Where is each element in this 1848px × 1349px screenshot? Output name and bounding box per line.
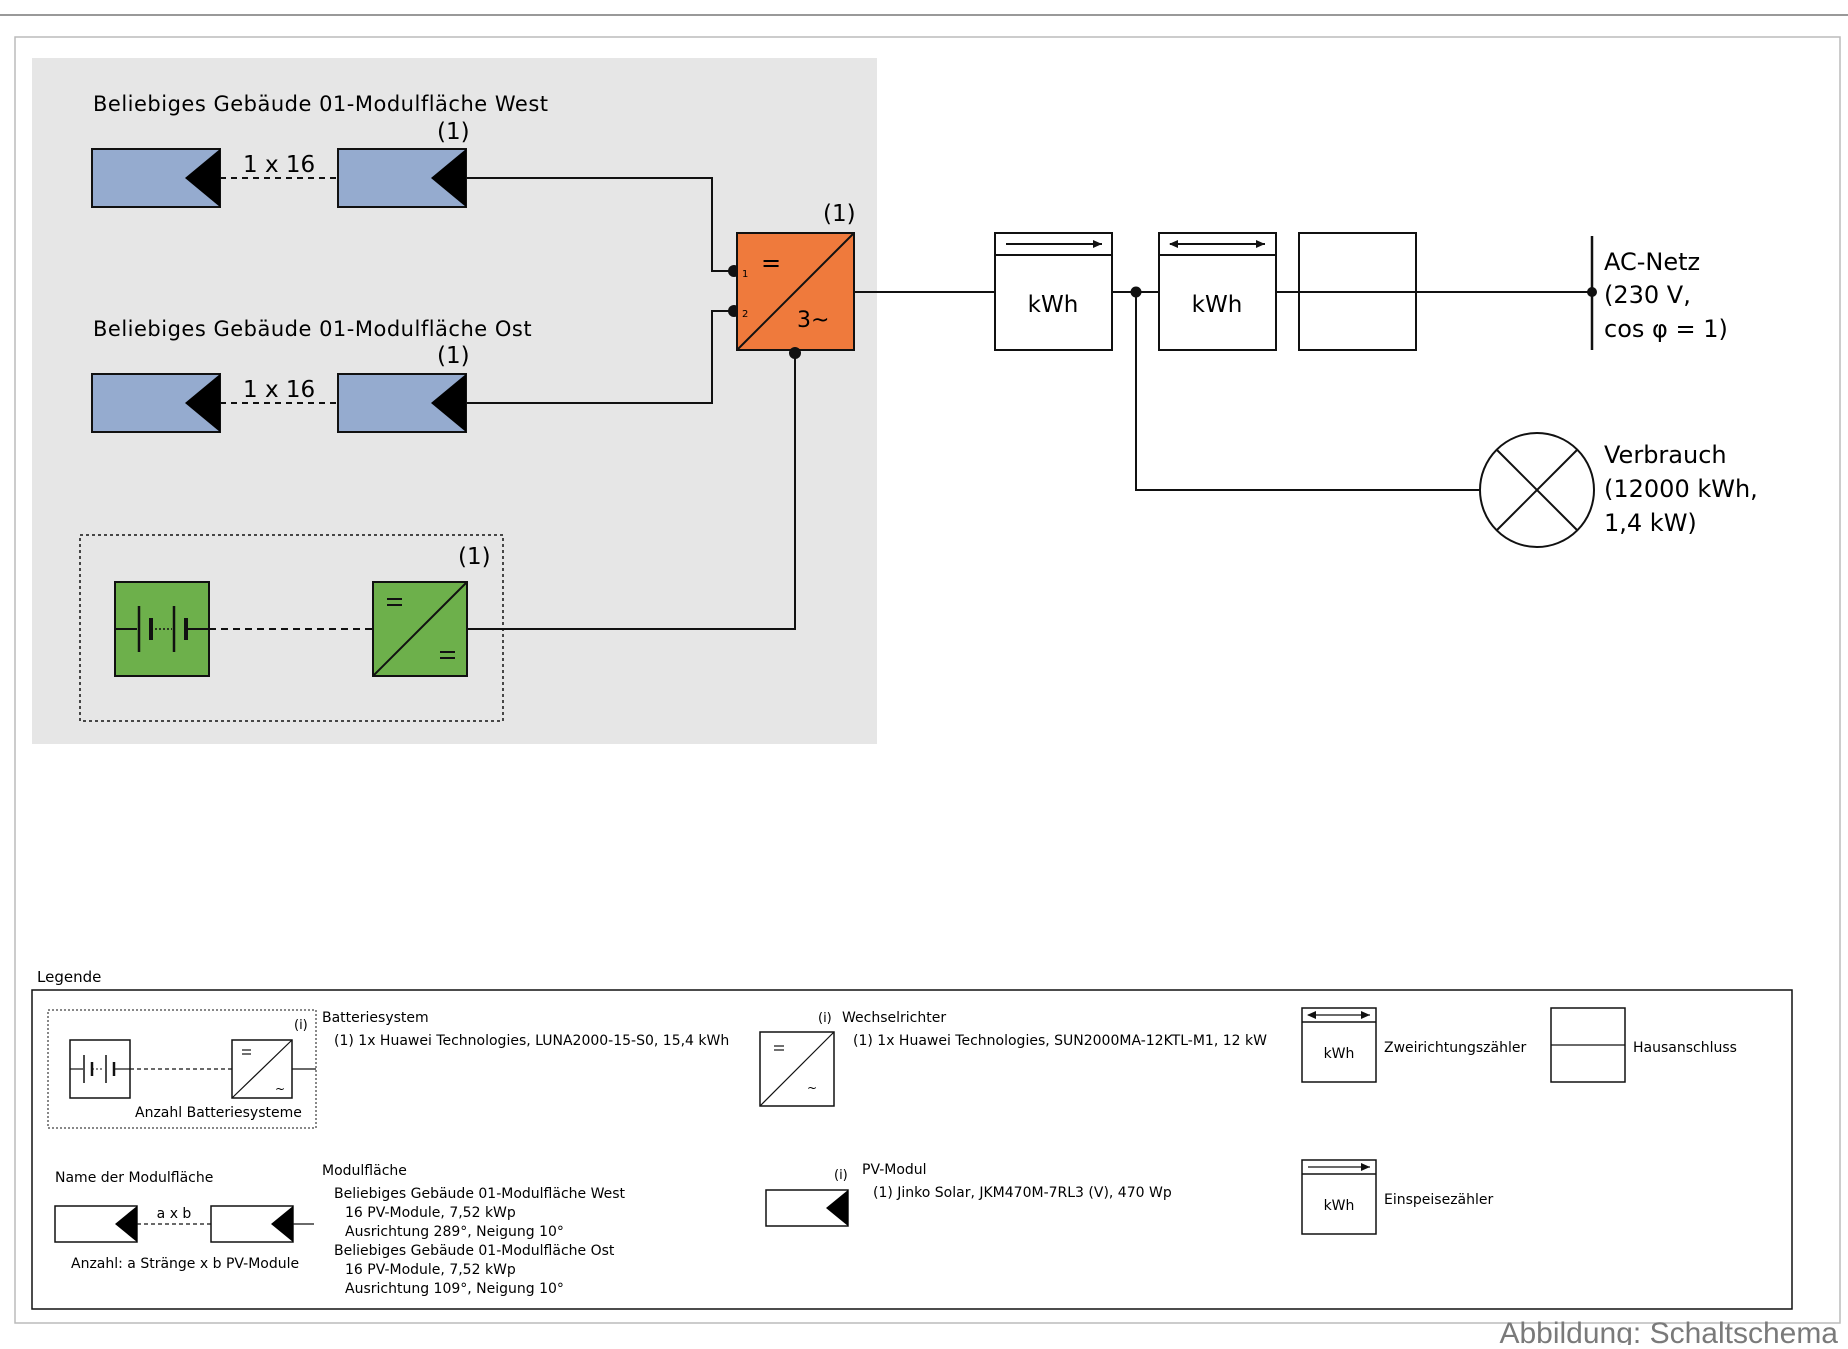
- battery-symbol: [114, 581, 210, 677]
- house-connection: [1298, 232, 1417, 351]
- legend-array-line: 16 PV-Module, 7,52 kWp: [345, 1262, 516, 1278]
- legend-battery-detail: (1) 1x Huawei Technologies, LUNA2000-15-…: [334, 1033, 729, 1049]
- legend-feed-in-meter-label: Einspeisezähler: [1384, 1192, 1494, 1208]
- legend-bidirectional-meter-label: Zweirichtungszähler: [1384, 1040, 1526, 1056]
- legend-battery-converter-symbol: ~: [231, 1039, 293, 1099]
- legend-battery-heading: Batteriesystem: [322, 1010, 429, 1026]
- legend-title: Legende: [37, 968, 101, 986]
- legend-bidirectional-meter-symbol: [1301, 1007, 1377, 1083]
- consumption-label-line3: 1,4 kW): [1604, 509, 1697, 537]
- legend-battery-system-index: (i): [294, 1018, 308, 1033]
- wire-ost-to-inverter: [466, 310, 736, 404]
- wire-to-consumption: [1135, 292, 1480, 491]
- pv-module-west-first: [91, 148, 221, 208]
- legend-array-line: 16 PV-Module, 7,52 kWp: [345, 1205, 516, 1221]
- feed-in-meter-label: kWh: [1028, 292, 1079, 318]
- page-frame: [14, 36, 1841, 1324]
- svg-text:~: ~: [807, 1081, 817, 1095]
- battery-system-index: (1): [458, 544, 491, 570]
- inverter-battery-input-dot: [789, 347, 801, 359]
- legend-array-line: Ausrichtung 109°, Neigung 10°: [345, 1281, 564, 1297]
- legend-pv-module-index: (i): [834, 1168, 848, 1183]
- consumption-lamp-symbol: [1479, 432, 1595, 548]
- pv-module-west-last: [337, 148, 467, 208]
- legend-array-line: Beliebiges Gebäude 01-Modulfläche West: [334, 1186, 626, 1202]
- inverter-ac-symbol: 3~: [797, 308, 829, 333]
- legend-feed-in-meter-symbol: [1301, 1159, 1377, 1235]
- array-west-count: 1 x 16: [243, 152, 315, 178]
- grid-label-line3: cos φ = 1): [1604, 315, 1728, 343]
- inverter-symbol: [736, 232, 855, 351]
- inverter-input-2-label: 2: [742, 309, 748, 320]
- battery-converter-symbol: [372, 581, 468, 677]
- consumption-label-line2: (12000 kWh,: [1604, 475, 1758, 503]
- wire-battery-to-inverter: [467, 352, 796, 630]
- inverter-dc-symbol: =: [761, 249, 781, 277]
- legend-frame: [31, 989, 1793, 1310]
- array-west-title: Beliebiges Gebäude 01-Modulfläche West: [93, 92, 549, 116]
- legend-house-connection-label: Hausanschluss: [1633, 1040, 1737, 1056]
- bidirectional-meter-label: kWh: [1192, 292, 1243, 318]
- grid-label-line1: AC-Netz: [1604, 248, 1700, 276]
- legend-inverter-index: (i): [818, 1011, 832, 1026]
- legend-battery-symbol: [69, 1039, 131, 1099]
- legend-bidirectional-meter-unit: kWh: [1324, 1046, 1355, 1062]
- inverter-index: (1): [823, 201, 856, 227]
- array-west-index: (1): [437, 119, 470, 145]
- legend-feed-in-meter-unit: kWh: [1324, 1198, 1355, 1214]
- array-ost-title: Beliebiges Gebäude 01-Modulfläche Ost: [93, 317, 532, 341]
- legend-pv-module-first: [54, 1205, 138, 1243]
- legend-array-count-symbol: a x b: [157, 1206, 192, 1222]
- legend-pv-module-symbol: [765, 1189, 849, 1227]
- legend-inverter-heading: Wechselrichter: [842, 1010, 946, 1026]
- legend-pv-module-detail: (1) Jinko Solar, JKM470M-7RL3 (V), 470 W…: [873, 1185, 1172, 1201]
- svg-text:~: ~: [275, 1082, 285, 1096]
- legend-inverter-symbol: ~: [759, 1031, 835, 1107]
- legend-array-count-label: Anzahl: a Stränge x b PV-Module: [71, 1256, 299, 1272]
- array-ost-count: 1 x 16: [243, 377, 315, 403]
- legend-inverter-detail: (1) 1x Huawei Technologies, SUN2000MA-12…: [853, 1033, 1267, 1049]
- grid-connection-dot: [1587, 287, 1597, 297]
- array-ost-index: (1): [437, 343, 470, 369]
- legend-battery-system-frame: [47, 1009, 317, 1129]
- legend-battery-count-label: Anzahl Batteriesysteme: [135, 1105, 302, 1121]
- pv-module-ost-first: [91, 373, 221, 433]
- legend-array-heading: Modulfläche: [322, 1163, 407, 1179]
- wire-west-to-inverter: [466, 177, 736, 272]
- legend-array-line: Ausrichtung 289°, Neigung 10°: [345, 1224, 564, 1240]
- legend-array-line: Beliebiges Gebäude 01-Modulfläche Ost: [334, 1243, 615, 1259]
- feed-in-meter: [994, 232, 1113, 351]
- legend-pv-module-heading: PV-Modul: [862, 1162, 927, 1178]
- figure-caption: Abbildung: Schaltschema: [1499, 1317, 1838, 1345]
- legend-house-connection-symbol: [1550, 1007, 1626, 1083]
- legend-pv-module-last: [210, 1205, 294, 1243]
- grid-label-line2: (230 V,: [1604, 281, 1691, 309]
- legend-array-name-label: Name der Modulfläche: [55, 1170, 213, 1186]
- pv-module-ost-last: [337, 373, 467, 433]
- inverter-input-1-label: 1: [742, 269, 748, 280]
- consumption-label-line1: Verbrauch: [1604, 441, 1727, 469]
